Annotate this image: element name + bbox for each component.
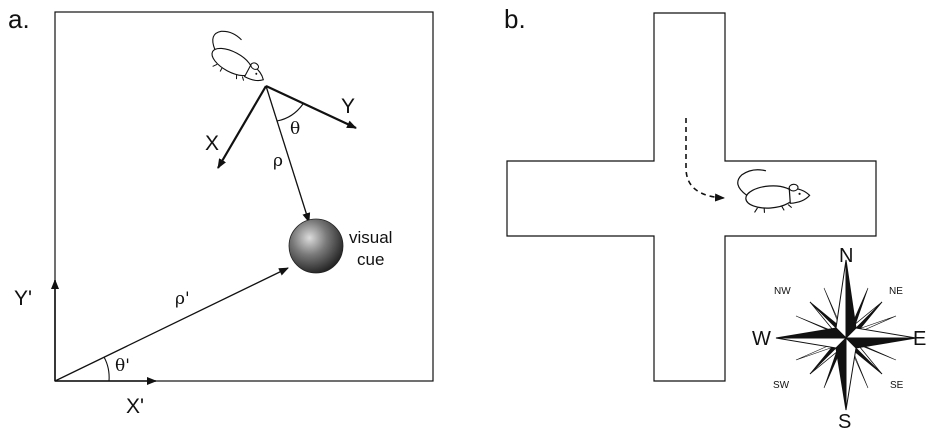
compass-se-label: SE xyxy=(890,380,904,391)
compass-ne-label: NE xyxy=(889,286,903,297)
visual-cue-label-line1: visual xyxy=(349,228,392,247)
global-x-label: X' xyxy=(126,395,144,418)
panel-a-label: a. xyxy=(8,4,30,34)
panel-a: a. X Y θ ρ visual cue Y' X' θ' ρ' xyxy=(8,4,434,418)
compass-n-label: N xyxy=(839,245,853,267)
theta-label: θ xyxy=(290,119,300,139)
local-x-label: X xyxy=(205,132,219,155)
global-y-label: Y' xyxy=(14,287,32,310)
compass-rose xyxy=(775,259,917,411)
rat-icon-maze xyxy=(736,165,812,216)
arena-a-boundary xyxy=(54,11,434,382)
theta-arc xyxy=(276,103,304,122)
plus-maze-outline xyxy=(506,12,877,382)
local-y-axis xyxy=(265,85,357,129)
rho-label: ρ xyxy=(273,151,283,171)
theta-prime-label: θ' xyxy=(115,356,130,376)
compass-w-label: W xyxy=(752,328,771,350)
compass-e-label: E xyxy=(913,328,926,350)
panel-b: b. xyxy=(504,4,926,432)
local-y-label: Y xyxy=(341,95,355,118)
path-trajectory xyxy=(685,118,725,202)
compass-nw-label: NW xyxy=(774,286,791,297)
visual-cue-sphere xyxy=(288,218,344,274)
rat-icon xyxy=(199,25,277,92)
rho-prime-label: ρ' xyxy=(175,289,190,309)
visual-cue-label-line2: cue xyxy=(357,250,384,269)
compass-sw-label: SW xyxy=(773,380,790,391)
panel-b-label: b. xyxy=(504,4,526,34)
theta-prime-arc xyxy=(103,356,110,382)
local-x-axis xyxy=(217,85,267,169)
rho-vector xyxy=(265,85,311,223)
compass-s-label: S xyxy=(838,411,851,432)
rho-prime-vector xyxy=(54,267,289,382)
